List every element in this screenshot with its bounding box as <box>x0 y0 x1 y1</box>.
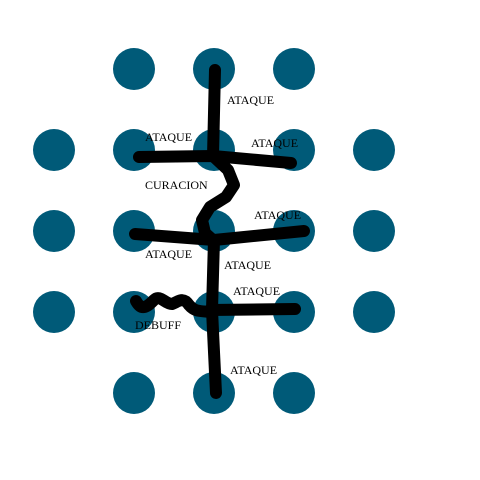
label-ataque-mid: ATAQUE <box>224 258 271 272</box>
label-ataque-row1-left: ATAQUE <box>145 130 192 144</box>
node-r3-c4[interactable] <box>353 291 395 333</box>
label-ataque-row3-right: ATAQUE <box>233 284 280 298</box>
label-debuff: DEBUFF <box>135 318 181 332</box>
label-ataque-row2-left: ATAQUE <box>145 247 192 261</box>
node-r0-c1[interactable] <box>113 48 155 90</box>
path-row3-horizontal <box>204 303 301 316</box>
node-r2-c4[interactable] <box>353 210 395 252</box>
node-r2-c0[interactable] <box>33 210 75 252</box>
node-r4-c1[interactable] <box>113 372 155 414</box>
path-mid-vertical <box>206 234 222 399</box>
node-r1-c4[interactable] <box>353 129 395 171</box>
label-ataque-row1-right: ATAQUE <box>251 136 298 150</box>
labels: ATAQUE ATAQUE ATAQUE CURACION ATAQUE ATA… <box>135 93 301 377</box>
path-curacion-zigzag <box>196 150 240 247</box>
node-r4-c3[interactable] <box>273 372 315 414</box>
label-ataque-bottom: ATAQUE <box>230 363 277 377</box>
node-r1-c0[interactable] <box>33 129 75 171</box>
node-r0-c3[interactable] <box>273 48 315 90</box>
label-ataque-top: ATAQUE <box>227 93 274 107</box>
skill-paths <box>129 64 310 399</box>
path-debuff-wavy <box>130 292 218 318</box>
label-curacion: CURACION <box>145 178 208 192</box>
path-top-vertical <box>207 64 221 162</box>
label-ataque-row2-right: ATAQUE <box>254 208 301 222</box>
node-r3-c0[interactable] <box>33 291 75 333</box>
